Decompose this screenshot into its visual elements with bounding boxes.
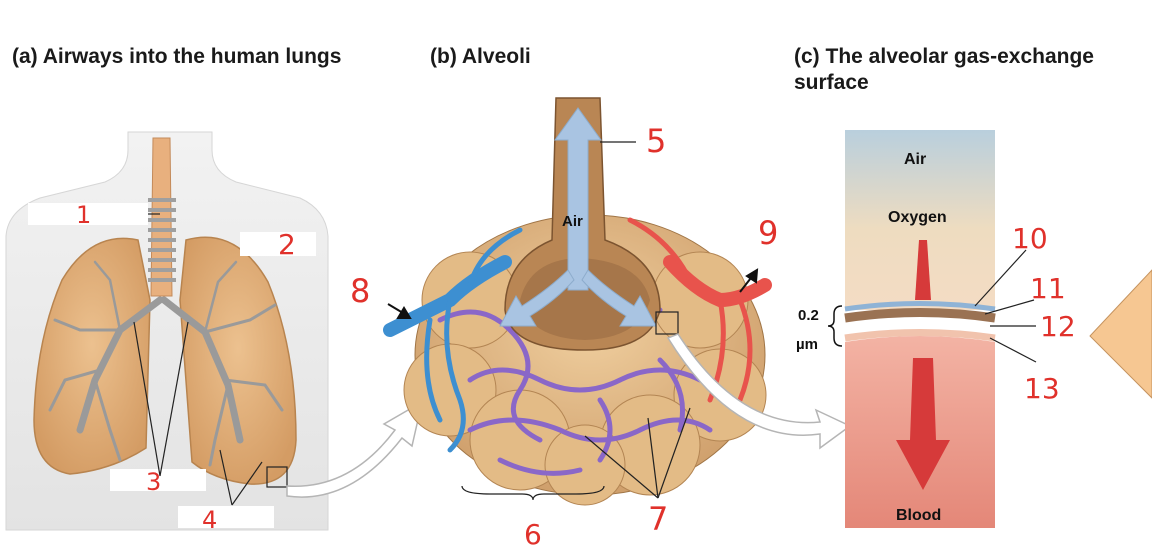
trachea-rings	[148, 200, 176, 280]
panel-c-illustration: Air Oxygen Blood 0.2 µm 10 11 12 13	[796, 130, 1076, 528]
panel-b-illustration: Air 5 6 7 8 9	[350, 98, 778, 550]
thickness-brace	[828, 306, 842, 346]
interstitial-layer	[845, 313, 995, 319]
hand-number-10: 10	[1012, 222, 1048, 255]
hand-number-6: 6	[524, 518, 542, 550]
oxygen-label: Oxygen	[888, 209, 947, 226]
partial-next-panel	[1090, 270, 1152, 398]
hand-number-13: 13	[1024, 372, 1060, 405]
hand-number-8: 8	[350, 272, 370, 310]
hand-number-9: 9	[758, 214, 778, 252]
trachea	[151, 138, 172, 296]
hand-number-2: 2	[278, 228, 296, 261]
thickness-unit: µm	[796, 336, 818, 353]
label-box-4	[178, 506, 274, 528]
hand-number-5: 5	[646, 122, 666, 160]
air-label-surface: Air	[904, 151, 926, 168]
air-label-alveoli: Air	[562, 213, 583, 230]
panel-a-illustration: 1 2 3 4	[6, 132, 328, 534]
hand-number-3: 3	[146, 468, 161, 496]
hand-number-1: 1	[76, 201, 91, 229]
hand-number-12: 12	[1040, 310, 1076, 343]
hand-number-4: 4	[202, 506, 217, 534]
blood-label: Blood	[896, 507, 941, 524]
hand-number-11: 11	[1030, 272, 1066, 305]
thickness-value: 0.2	[798, 307, 819, 324]
hand-number-7: 7	[648, 500, 668, 538]
